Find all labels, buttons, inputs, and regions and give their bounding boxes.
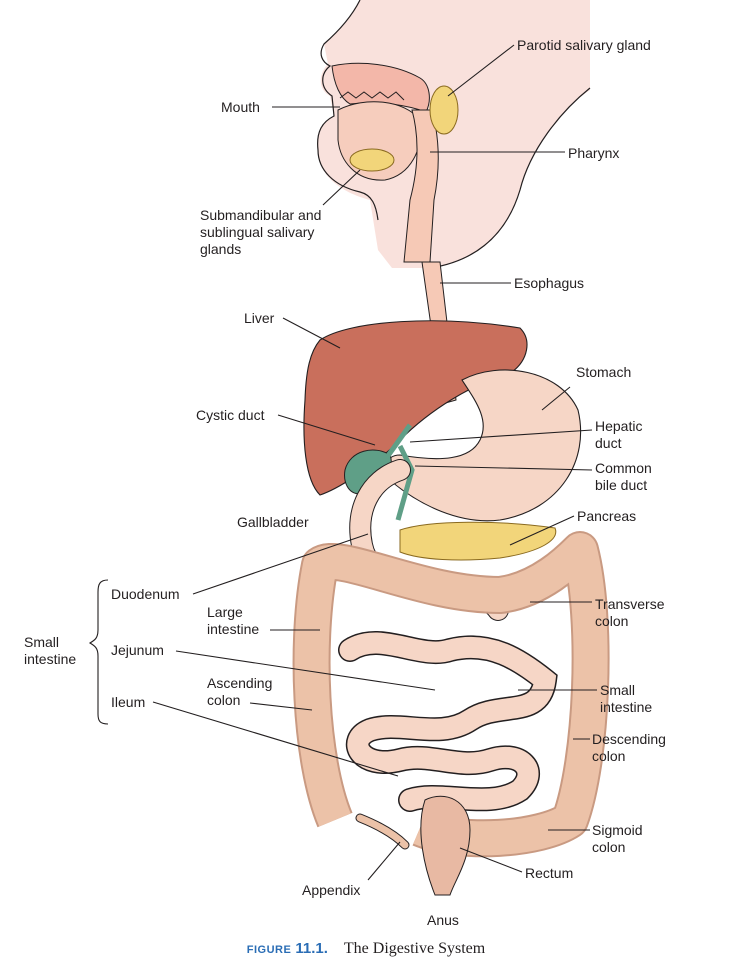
pancreas <box>399 521 557 561</box>
label-large-intestine: Large intestine <box>207 604 260 637</box>
label-pharynx: Pharynx <box>568 145 620 161</box>
label-anus: Anus <box>427 912 459 928</box>
large-intestine-fill <box>294 533 608 856</box>
rectum <box>420 795 471 896</box>
appendix-fill <box>356 814 409 849</box>
label-small-intestine: Small intestine <box>600 682 653 715</box>
label-parotid-salivary-gland: Parotid salivary gland <box>517 37 651 53</box>
label-common-bile-duct: Common bile duct <box>595 460 652 493</box>
label-stomach: Stomach <box>576 364 632 380</box>
label-transverse-colon: Transverse colon <box>595 596 665 629</box>
parotid-gland <box>429 85 459 135</box>
leader-lines <box>88 44 597 881</box>
stomach <box>384 369 582 522</box>
face-profile <box>317 0 379 221</box>
caption-figure-word: FIGURE <box>246 944 292 956</box>
bile-ducts <box>382 423 415 521</box>
label-jejunum: Jejunum <box>111 642 164 658</box>
liver <box>303 320 528 496</box>
caption-figure-number: 11.1. <box>295 940 328 957</box>
teeth <box>339 91 405 101</box>
label-duodenum: Duodenum <box>111 586 180 602</box>
submandibular-gland <box>349 148 395 172</box>
label-mouth: Mouth <box>221 99 260 115</box>
label-sigmoid-colon: Sigmoid colon <box>592 822 643 855</box>
label-pancreas: Pancreas <box>577 508 637 524</box>
label-cystic-duct: Cystic duct <box>196 407 265 423</box>
label-descending-colon: Descending colon <box>592 731 666 764</box>
figure-caption: FIGURE 11.1. The Digestive System <box>0 940 732 958</box>
label-small-intestine-group: Small intestine <box>24 634 77 667</box>
label-rectum: Rectum <box>525 865 574 881</box>
label-liver: Liver <box>244 310 275 326</box>
back-of-head <box>429 87 591 269</box>
label-submandibular-sublingual-glands: Submandibular and sublingual salivary gl… <box>200 207 322 257</box>
caption-title: The Digestive System <box>343 940 486 957</box>
label-esophagus: Esophagus <box>514 275 585 291</box>
label-ileum: Ileum <box>111 694 146 710</box>
label-ascending-colon: Ascending colon <box>207 675 273 708</box>
label-gallbladder: Gallbladder <box>237 514 309 530</box>
label-hepatic-duct: Hepatic duct <box>595 418 643 451</box>
label-appendix: Appendix <box>302 882 361 898</box>
small-intestine-fill <box>339 632 557 811</box>
